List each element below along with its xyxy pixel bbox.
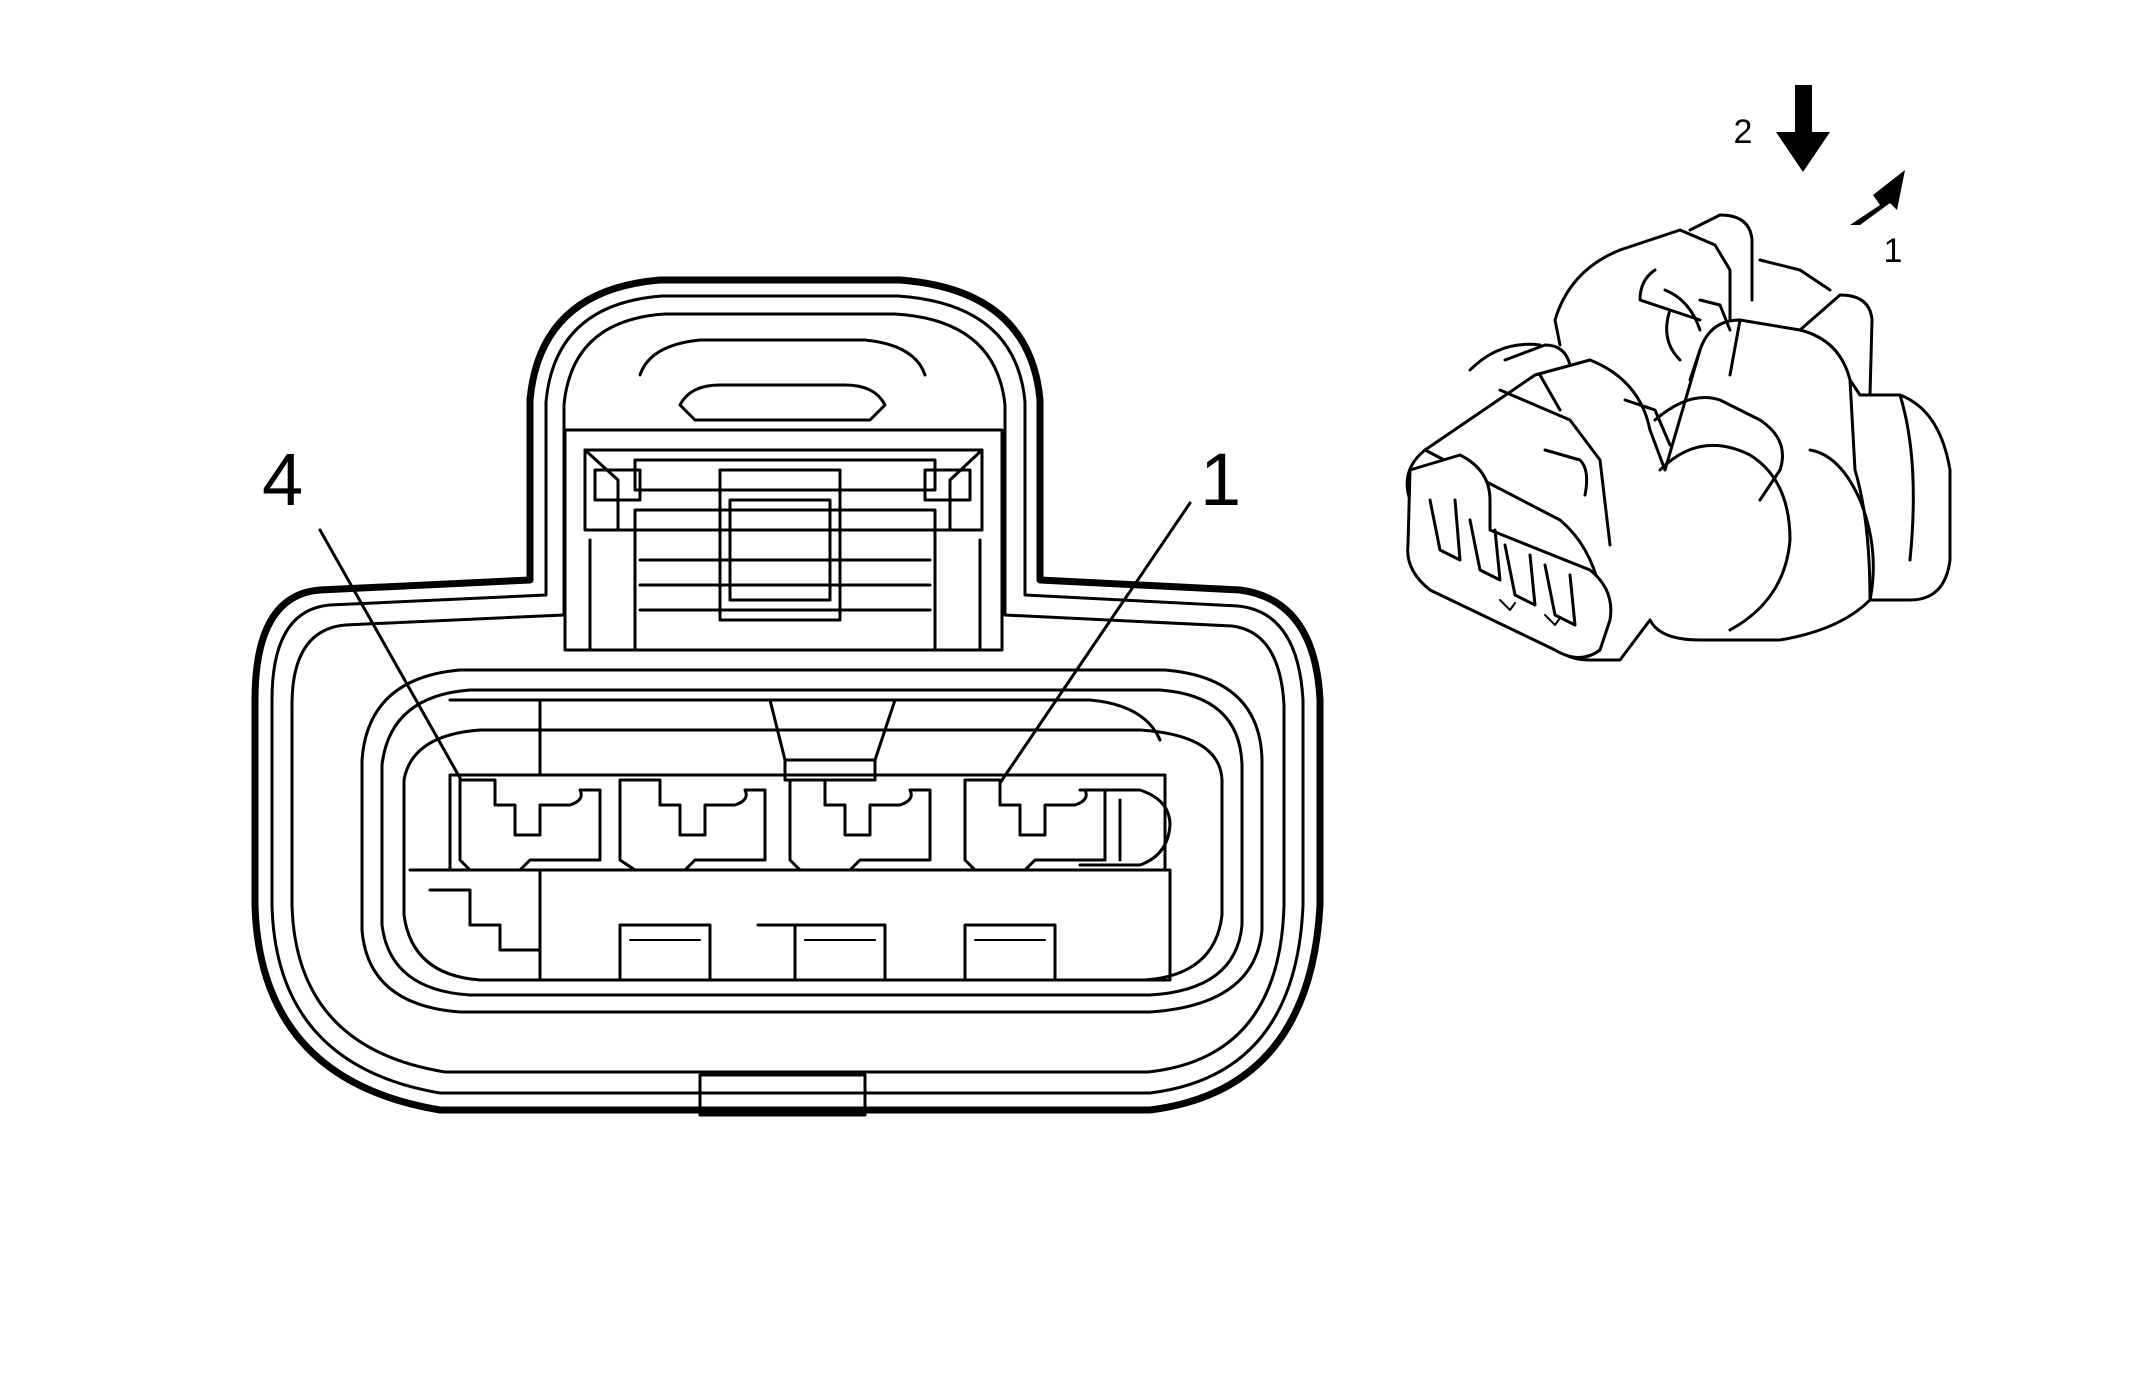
terminal-cavity [360, 668, 1264, 1014]
callout-label-4: 4 [262, 438, 303, 521]
callout-label-1: 1 [1200, 438, 1241, 521]
terminal-1 [963, 778, 1107, 872]
callout-pin-4: 4 [262, 438, 462, 780]
release-arrow-1 [1850, 170, 1905, 225]
cpa-tab [768, 698, 897, 782]
release-step-1: 1 [1850, 170, 1905, 270]
latch-assembly [563, 338, 1004, 652]
connector-3d-terminal-face [1406, 453, 1613, 659]
housing-outline [251, 276, 1324, 1114]
release-step-label-1: 1 [1884, 232, 1903, 270]
terminal-2 [788, 778, 932, 872]
release-step-2: 2 [1734, 85, 1830, 172]
terminal-3 [618, 778, 767, 872]
release-arrow-2 [1776, 85, 1830, 172]
callout-pin-1: 1 [998, 438, 1241, 785]
connector-3d-view: 1 2 [1405, 85, 1952, 662]
lower-lock-row [408, 868, 1172, 982]
connector-face-view: 4 1 [251, 276, 1324, 1117]
bottom-key [698, 1073, 867, 1117]
release-step-label-2: 2 [1734, 113, 1753, 151]
terminal-4 [458, 778, 602, 872]
terminal-row [448, 698, 1172, 872]
